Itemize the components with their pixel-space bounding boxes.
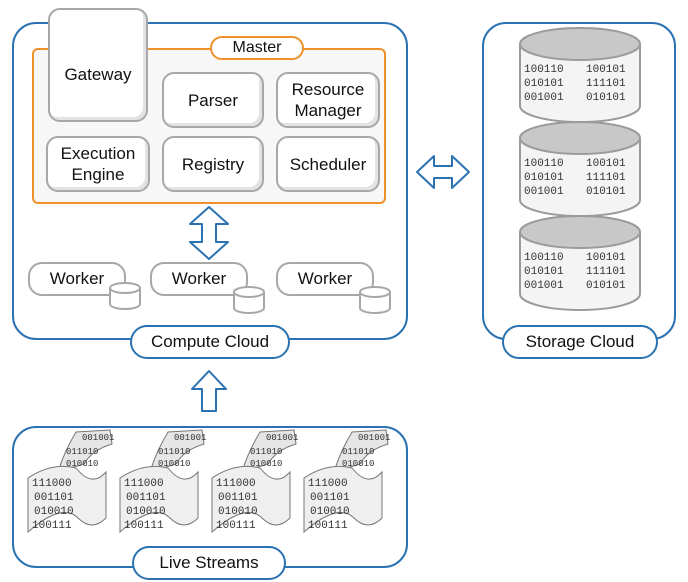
stream-bits-text: 001101: [126, 492, 166, 504]
execution-engine-component: Execution Engine: [46, 136, 150, 192]
disk-bits-text: 100101: [586, 64, 626, 76]
stream-bits-text: 111000: [32, 478, 72, 490]
stream-bits-text: 100111: [216, 520, 256, 532]
stream-bits-text: 100111: [32, 520, 72, 532]
execution-engine-label-line1: Execution: [60, 144, 136, 163]
stream-bits-text: 001101: [34, 492, 74, 504]
stream-bits-text: 001001: [174, 433, 206, 443]
disk-bits-text: 100101: [586, 252, 626, 264]
parser-component: Parser: [162, 72, 264, 128]
master-worker-double-arrow-icon: [189, 206, 229, 260]
disk-bits-text: 010101: [524, 78, 564, 90]
stream-bits-text: 001001: [358, 433, 390, 443]
disk-bits-text: 111101: [586, 78, 626, 90]
stream-ribbon: 001001 011010 010010 111000 001101 010010 1001…: [27, 429, 114, 534]
disk-bits-text: 111101: [586, 172, 626, 184]
stream-bits-text: 010010: [218, 506, 258, 518]
worker-3: Worker: [276, 262, 374, 296]
disk-bits-text: 001001: [524, 186, 564, 198]
stream-bits-text: 100111: [124, 520, 164, 532]
compute-cloud-label: Compute Cloud: [130, 325, 290, 359]
data-stream-ribbons-icon: 001001 011010 010010 111000 001101 010010 1001…: [27, 429, 390, 534]
execution-engine-label-line2: Engine: [71, 165, 125, 184]
worker-2: Worker: [150, 262, 248, 296]
stream-bits-text: 010010: [342, 459, 374, 469]
resource-manager-label-line1: Resource: [291, 80, 365, 99]
compute-storage-double-arrow-icon: [416, 155, 470, 189]
stream-bits-text: 100111: [308, 520, 348, 532]
disk-bits-text: 100110: [524, 64, 564, 76]
stream-bits-text: 010010: [310, 506, 350, 518]
disk-bits-text: 001001: [524, 280, 564, 292]
stream-bits-text: 011010: [342, 447, 374, 457]
stream-bits-text: 001101: [310, 492, 350, 504]
disk-bits-text: 010101: [586, 186, 626, 198]
disk-bits-text: 100110: [524, 252, 564, 264]
disk-bits-text: 010101: [586, 280, 626, 292]
stream-bits-text: 011010: [158, 447, 190, 457]
storage-cloud-label: Storage Cloud: [502, 325, 658, 359]
stream-bits-text: 010010: [126, 506, 166, 518]
stream-ribbon: 001001 011010 010010 111000 001101 010010 1001…: [119, 429, 206, 534]
stream-bits-text: 111000: [216, 478, 256, 490]
disk-bits-text: 100101: [586, 158, 626, 170]
stream-bits-text: 010010: [158, 459, 190, 469]
disk-bits-text: 010101: [524, 266, 564, 278]
stream-bits-text: 001101: [218, 492, 258, 504]
worker-2-label: Worker: [171, 269, 227, 288]
stream-bits-text: 011010: [250, 447, 282, 457]
worker-1-database-icon: [109, 282, 141, 310]
worker-1-label: Worker: [49, 269, 105, 288]
gateway-component: Gateway: [48, 8, 148, 122]
registry-component: Registry: [162, 136, 264, 192]
disk-bits-text: 001001: [524, 92, 564, 104]
disk-bits-text: 010101: [524, 172, 564, 184]
storage-disk-stack-icon: 100110 100101 010101 111101 001001 010101 1001…: [519, 27, 641, 311]
stream-bits-text: 111000: [124, 478, 164, 490]
registry-label: Registry: [181, 154, 245, 174]
worker-3-label: Worker: [297, 269, 353, 288]
parser-label: Parser: [187, 90, 239, 110]
stream-ribbon: 001001 011010 010010 111000 001101 010010 1001…: [211, 429, 298, 534]
resource-manager-component: Resource Manager: [276, 72, 380, 128]
disk-bits-text: 010101: [586, 92, 626, 104]
stream-bits-text: 001001: [82, 433, 114, 443]
worker-1: Worker: [28, 262, 126, 296]
resource-manager-label-line2: Manager: [294, 101, 362, 120]
stream-bits-text: 010010: [34, 506, 74, 518]
gateway-label: Gateway: [64, 64, 132, 84]
streams-to-compute-arrow-icon: [191, 370, 227, 412]
scheduler-label: Scheduler: [289, 154, 367, 174]
master-label: Master: [210, 36, 304, 60]
stream-bits-text: 010010: [250, 459, 282, 469]
disk-bits-text: 100110: [524, 158, 564, 170]
stream-bits-text: 011010: [66, 447, 98, 457]
disk-bits-text: 111101: [586, 266, 626, 278]
scheduler-component: Scheduler: [276, 136, 380, 192]
stream-ribbon: 001001 011010 010010 111000 001101 010010 1001…: [303, 429, 390, 534]
stream-bits-text: 010010: [66, 459, 98, 469]
worker-3-database-icon: [359, 286, 391, 314]
worker-2-database-icon: [233, 286, 265, 314]
stream-bits-text: 111000: [308, 478, 348, 490]
stream-bits-text: 001001: [266, 433, 298, 443]
live-streams-label: Live Streams: [132, 546, 286, 580]
